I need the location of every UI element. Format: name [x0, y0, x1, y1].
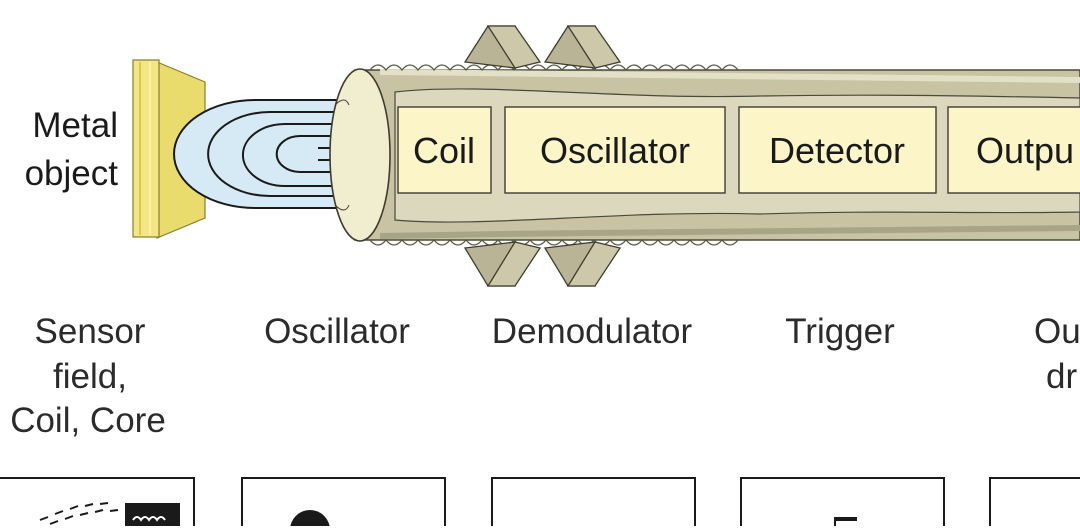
stage-label-demodulator: Demodulator	[492, 312, 693, 351]
symbol-box-trigger	[740, 477, 945, 531]
module-detector-box: Detector	[738, 106, 937, 194]
symbol-box-output	[989, 477, 1080, 531]
stage-label-output-driver: Ou dr	[1034, 312, 1080, 396]
svg-text:Ou: Ou	[1034, 312, 1080, 351]
module-oscillator-box: Oscillator	[504, 106, 726, 194]
lock-nut-bottom	[463, 241, 622, 287]
svg-text:Demodulator: Demodulator	[492, 312, 693, 351]
svg-text:Oscillator: Oscillator	[264, 312, 410, 351]
module-coil-label: Coil	[413, 130, 475, 171]
svg-text:field,: field,	[53, 357, 127, 396]
sensor-face	[329, 68, 391, 242]
stage-label-sensor: Sensor field, Coil, Core	[10, 312, 166, 440]
lock-nut-top	[463, 25, 622, 69]
module-output-box: Outpu	[947, 106, 1080, 194]
stage-label-trigger: Trigger	[785, 312, 895, 351]
symbol-box-demodulator	[491, 477, 696, 531]
sensor-field	[173, 99, 352, 209]
module-coil-box: Coil	[397, 106, 492, 194]
module-detector-label: Detector	[769, 130, 905, 171]
svg-text:object: object	[25, 154, 119, 193]
svg-text:Coil, Core: Coil, Core	[10, 401, 166, 440]
symbol-box-sensor	[0, 477, 195, 531]
svg-text:dr: dr	[1046, 357, 1077, 396]
symbol-box-oscillator	[241, 477, 446, 531]
svg-text:Metal: Metal	[32, 106, 118, 145]
module-output-label: Outpu	[976, 130, 1074, 171]
svg-text:Sensor: Sensor	[35, 312, 146, 351]
svg-text:Trigger: Trigger	[785, 312, 895, 351]
stage-label-oscillator: Oscillator	[264, 312, 410, 351]
metal-object-label: Metal object	[25, 106, 119, 193]
module-oscillator-label: Oscillator	[540, 130, 690, 171]
